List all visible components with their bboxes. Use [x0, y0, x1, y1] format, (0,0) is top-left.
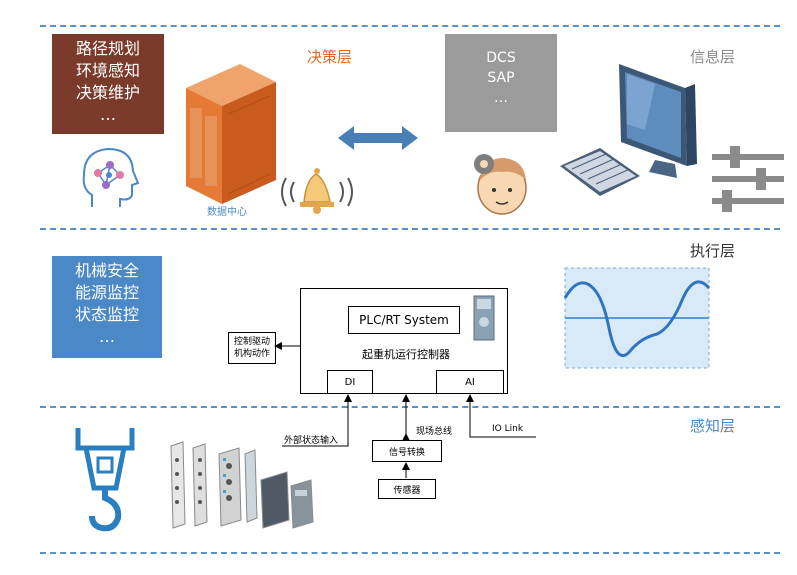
controller-title: 起重机运行控制器 — [362, 348, 450, 361]
decision-line-1: 路径规划 — [75, 39, 140, 58]
layer-label-perception: 感知层 — [690, 417, 736, 435]
di-label: DI — [344, 376, 356, 388]
double-arrow-icon — [338, 126, 418, 150]
layer-label-decision: 决策层 — [307, 48, 353, 66]
separator-1 — [40, 228, 780, 230]
monitor-icon — [619, 64, 697, 178]
sensor-box: 传感器 — [378, 479, 436, 499]
signal-convert-box: 信号转换 — [372, 440, 442, 462]
execution-line-1: 机械安全 — [74, 261, 139, 280]
execution-line-2: 能源监控 — [74, 283, 139, 302]
waveform-icon — [563, 267, 711, 369]
info-line-3: … — [494, 90, 508, 106]
brain-network-icon — [82, 147, 140, 207]
separator-bottom — [40, 552, 780, 554]
fieldbus-label: 现场总线 — [416, 427, 453, 437]
layer-label-execution: 执行层 — [690, 242, 736, 260]
decision-line-4: … — [100, 105, 116, 124]
head-gear-icon — [474, 154, 527, 215]
drive-line-2: 机构动作 — [233, 349, 270, 359]
plc-label: PLC/RT System — [359, 313, 449, 327]
execution-line-4: … — [99, 327, 115, 346]
info-box: DCS SAP … — [445, 34, 557, 132]
crane-hook-icon — [75, 428, 135, 532]
ai-port: AI — [436, 370, 504, 394]
info-line-1: DCS — [486, 50, 516, 66]
layer-label-info: 信息层 — [690, 48, 736, 66]
data-center-label: 数据中心 — [207, 207, 247, 218]
info-line-2: SAP — [487, 70, 515, 86]
decision-line-2: 环境感知 — [75, 61, 140, 80]
execution-line-3: 状态监控 — [74, 305, 139, 324]
bell-icon — [281, 168, 353, 214]
sliders-icon — [712, 146, 784, 212]
keyboard-icon — [560, 148, 640, 196]
signal-convert-label: 信号转换 — [388, 447, 425, 458]
decision-line-3: 决策维护 — [75, 83, 140, 102]
separator-2 — [40, 406, 780, 408]
server-icon — [186, 64, 276, 204]
io-modules-icon — [170, 441, 314, 529]
plc-box: PLC/RT System — [348, 306, 460, 334]
sensor-label: 传感器 — [393, 485, 421, 496]
drive-line-1: 控制驱动 — [233, 337, 270, 347]
di-port: DI — [327, 370, 373, 394]
decision-box: 路径规划 环境感知 决策维护 … — [52, 34, 164, 134]
external-input-label: 外部状态输入 — [284, 436, 339, 446]
execution-box: 机械安全 能源监控 状态监控 … — [52, 256, 162, 358]
plc-module-icon — [473, 295, 495, 341]
separator-top — [40, 25, 780, 27]
ai-label: AI — [465, 376, 475, 388]
io-link-label: IO Link — [492, 424, 524, 434]
